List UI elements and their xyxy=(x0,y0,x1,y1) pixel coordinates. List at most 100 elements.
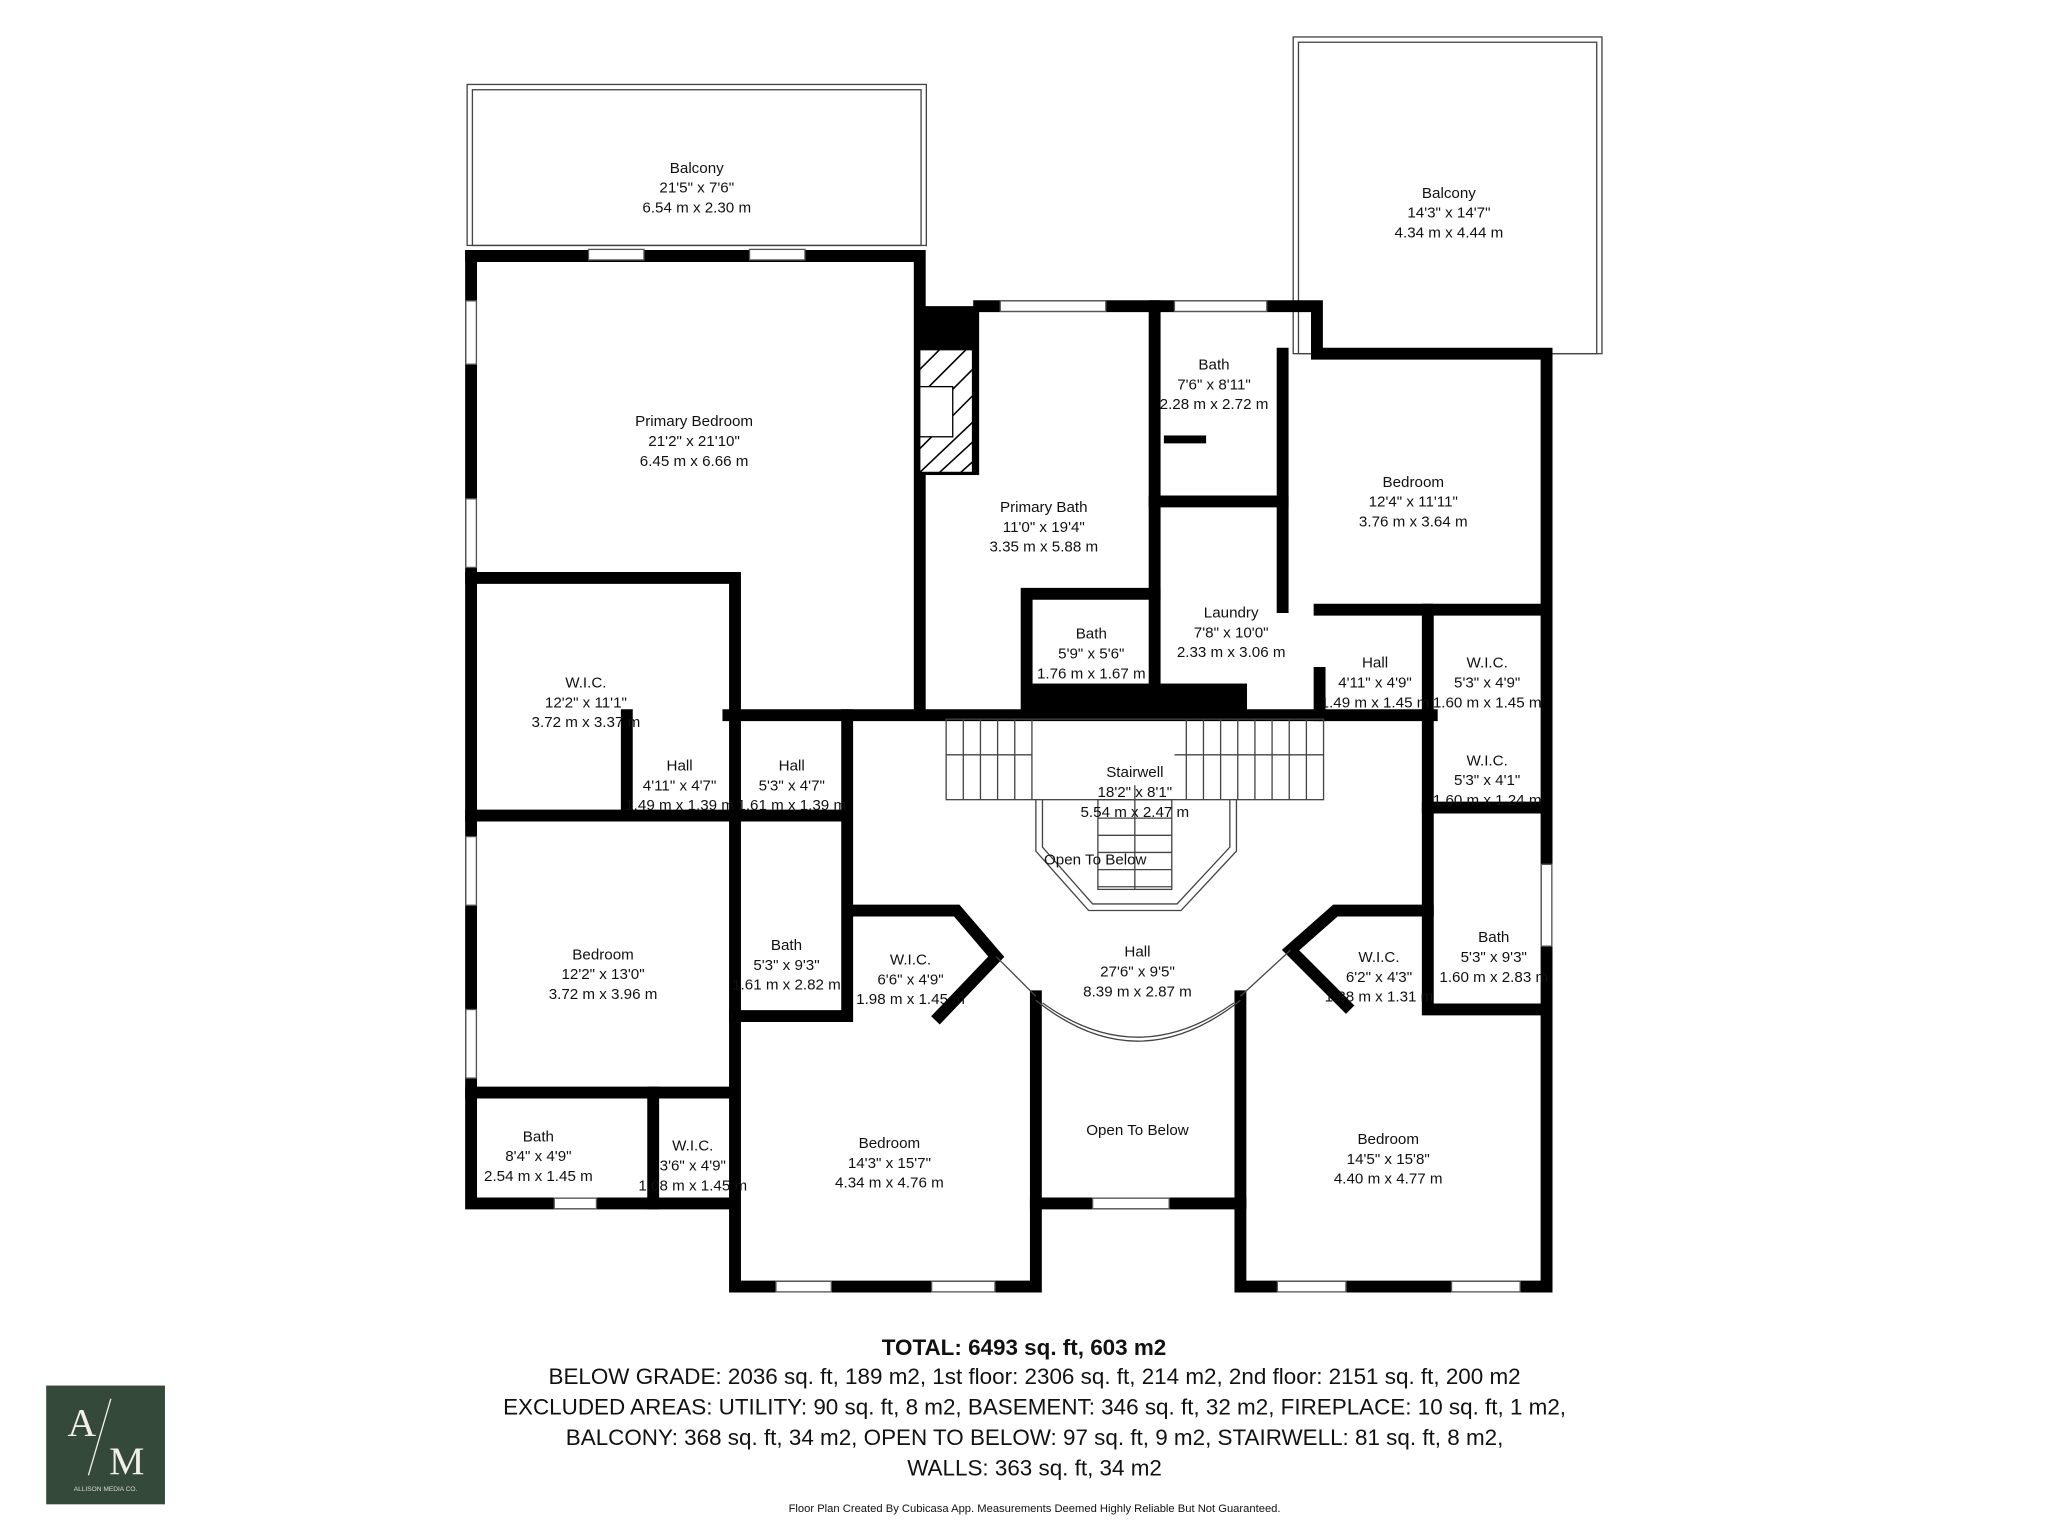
room-name: Stairwell xyxy=(1106,764,1163,781)
fireplace xyxy=(919,349,974,474)
room-dimensions-m: 1.61 m x 2.82 m xyxy=(732,977,841,994)
room-label: Bath 5'3" x 9'3" 1.61 m x 2.82 m xyxy=(732,937,841,994)
allison-media-logo: A M ALLISON MEDIA CO. xyxy=(46,1385,165,1505)
room-dimensions-ft: 21'2" x 21'10" xyxy=(648,433,740,450)
room-label: W.I.C. 6'6" x 4'9" 1.98 m x 1.45 m xyxy=(856,952,965,1009)
room-dimensions-m: 8.39 m x 2.87 m xyxy=(1083,983,1192,1000)
room-dimensions-m: 1.08 m x 1.45 m xyxy=(638,1177,747,1194)
room-label: Hall 5'3" x 4'7" 1.61 m x 1.39 m xyxy=(737,758,846,815)
room-dimensions-ft: 12'2" x 11'1" xyxy=(545,694,627,711)
room-dimensions-m: 1.88 m x 1.31 m xyxy=(1325,989,1434,1006)
room-label: Bath 5'9" x 5'6" 1.76 m x 1.67 m xyxy=(1037,626,1146,683)
room-name: Bath xyxy=(771,937,802,954)
room-name: Balcony xyxy=(1422,185,1476,202)
room-dimensions-m: 2.28 m x 2.72 m xyxy=(1160,396,1269,413)
room-name: Laundry xyxy=(1204,605,1259,622)
room-dimensions-m: 3.76 m x 3.64 m xyxy=(1359,514,1468,531)
room-label: W.I.C. 6'2" x 4'3" 1.88 m x 1.31 m xyxy=(1325,949,1434,1006)
room-dimensions-ft: 18'2" x 8'1" xyxy=(1097,784,1172,801)
room-name: Bedroom xyxy=(859,1135,921,1152)
room-label: Primary Bath 11'0" x 19'4" 3.35 m x 5.88 m xyxy=(989,499,1098,556)
room-dimensions-ft: 14'3" x 14'7" xyxy=(1407,205,1490,222)
room-name: Bedroom xyxy=(572,946,634,963)
room-name: W.I.C. xyxy=(672,1138,713,1155)
room-name: Balcony xyxy=(670,160,724,177)
svg-text:A: A xyxy=(68,1401,97,1445)
room-name: Hall xyxy=(1362,655,1388,672)
room-name: W.I.C. xyxy=(1358,949,1399,966)
room-dimensions-m: 4.40 m x 4.77 m xyxy=(1334,1171,1443,1188)
room-dimensions-ft: 4'11" x 4'9" xyxy=(1338,675,1412,692)
room-label: W.I.C. 3'6" x 4'9" 1.08 m x 1.45 m xyxy=(638,1138,747,1195)
room-name: Hall xyxy=(667,758,693,775)
room-name: Bedroom xyxy=(1357,1131,1419,1148)
area-summary: TOTAL: 6493 sq. ft, 603 m2 BELOW GRADE: … xyxy=(503,1335,1566,1515)
disclaimer: Floor Plan Created By Cubicasa App. Meas… xyxy=(789,1503,1281,1515)
svg-text:ALLISON MEDIA CO.: ALLISON MEDIA CO. xyxy=(74,1486,138,1493)
room-dimensions-ft: 27'6" x 9'5" xyxy=(1100,963,1175,980)
room-dimensions-ft: 11'0" x 19'4" xyxy=(1003,519,1085,536)
room-dimensions-m: 1.98 m x 1.45 m xyxy=(856,991,965,1008)
room-name: Hall xyxy=(779,758,805,775)
room-dimensions-ft: 12'4" x 11'11" xyxy=(1369,494,1458,511)
room-dimensions-ft: 14'3" x 15'7" xyxy=(848,1155,931,1172)
total-area: TOTAL: 6493 sq. ft, 603 m2 xyxy=(882,1335,1167,1360)
room-label: Hall 4'11" x 4'9" 1.49 m x 1.45 m xyxy=(1321,655,1430,712)
room-dimensions-m: 1.49 m x 1.45 m xyxy=(1321,694,1430,711)
room-dimensions-ft: 21'5" x 7'6" xyxy=(659,180,734,197)
summary-line: WALLS: 363 sq. ft, 34 m2 xyxy=(907,1455,1162,1480)
room-dimensions-m: 1.61 m x 1.39 m xyxy=(737,797,846,814)
svg-text:M: M xyxy=(109,1439,144,1483)
room-name: Primary Bath xyxy=(1000,499,1088,516)
room-label: Bedroom 12'2" x 13'0" 3.72 m x 3.96 m xyxy=(549,946,658,1003)
room-label: Primary Bedroom 21'2" x 21'10" 6.45 m x 6.… xyxy=(635,413,753,470)
room-name: W.I.C. xyxy=(1467,752,1508,769)
room-label: W.I.C.12'2" x 11'1"3.72 m x 3.37 m xyxy=(532,675,641,732)
room-dimensions-ft: 12'2" x 13'0" xyxy=(561,966,644,983)
summary-line: BELOW GRADE: 2036 sq. ft, 189 m2, 1st fl… xyxy=(548,1364,1520,1389)
room-name: Bedroom xyxy=(1383,474,1445,491)
room-dimensions-m: 3.35 m x 5.88 m xyxy=(989,539,1098,556)
room-dimensions-ft: 5'3" x 4'9" xyxy=(1454,675,1520,692)
room-dimensions-ft: 4'11" x 4'7" xyxy=(643,777,717,794)
stairs xyxy=(945,718,1325,1042)
room-dimensions-m: 1.76 m x 1.67 m xyxy=(1037,665,1146,682)
room-dimensions-ft: 8'4" x 4'9" xyxy=(505,1148,571,1165)
room-dimensions-m: 1.49 m x 1.39 m xyxy=(625,797,734,814)
room-dimensions-ft: 7'8" x 10'0" xyxy=(1194,624,1269,641)
room-name: Primary Bedroom xyxy=(635,413,753,430)
room-dimensions-ft: 6'6" x 4'9" xyxy=(877,971,943,988)
room-dimensions-ft: 3'6" x 4'9" xyxy=(660,1157,726,1174)
room-name: Bath xyxy=(1478,929,1509,946)
room-dimensions-m: 1.60 m x 1.45 m xyxy=(1433,694,1542,711)
room-name: Bath xyxy=(1076,626,1107,643)
room-name: Bath xyxy=(523,1128,554,1145)
room-dimensions-ft: 5'3" x 4'7" xyxy=(759,777,825,794)
room-name: W.I.C. xyxy=(1467,655,1508,672)
summary-line: EXCLUDED AREAS: UTILITY: 90 sq. ft, 8 m2… xyxy=(503,1395,1566,1420)
windows xyxy=(465,248,1553,1293)
room-name: Bath xyxy=(1198,356,1229,373)
room-dimensions-m: 6.45 m x 6.66 m xyxy=(640,453,749,470)
room-label: W.I.C. 5'3" x 4'9" 1.60 m x 1.45 m xyxy=(1433,655,1542,712)
room-dimensions-m: 1.60 m x 2.83 m xyxy=(1439,969,1548,986)
room-dimensions-m: 1.60 m x 1.24 m xyxy=(1433,792,1542,809)
room-dimensions-m: 6.54 m x 2.30 m xyxy=(642,199,751,216)
room-name: W.I.C. xyxy=(890,952,931,969)
room-label: Hall 4'11" x 4'7" 1.49 m x 1.39 m xyxy=(625,758,734,815)
room-dimensions-ft: 5'3" x 9'3" xyxy=(753,957,819,974)
room-dimensions-ft: 6'2" x 4'3" xyxy=(1346,969,1412,986)
room-dimensions-m: 3.72 m x 3.96 m xyxy=(549,986,658,1003)
room-label: W.I.C.5'3" x 4'1"1.60 m x 1.24 m xyxy=(1433,752,1542,809)
room-dimensions-ft: 5'9" x 5'6" xyxy=(1058,645,1124,662)
open-to-below-label: Open To Below xyxy=(1086,1122,1189,1139)
room-dimensions-m: 3.72 m x 3.37 m xyxy=(532,714,641,731)
summary-line: BALCONY: 368 sq. ft, 34 m2, OPEN TO BELO… xyxy=(566,1425,1504,1450)
